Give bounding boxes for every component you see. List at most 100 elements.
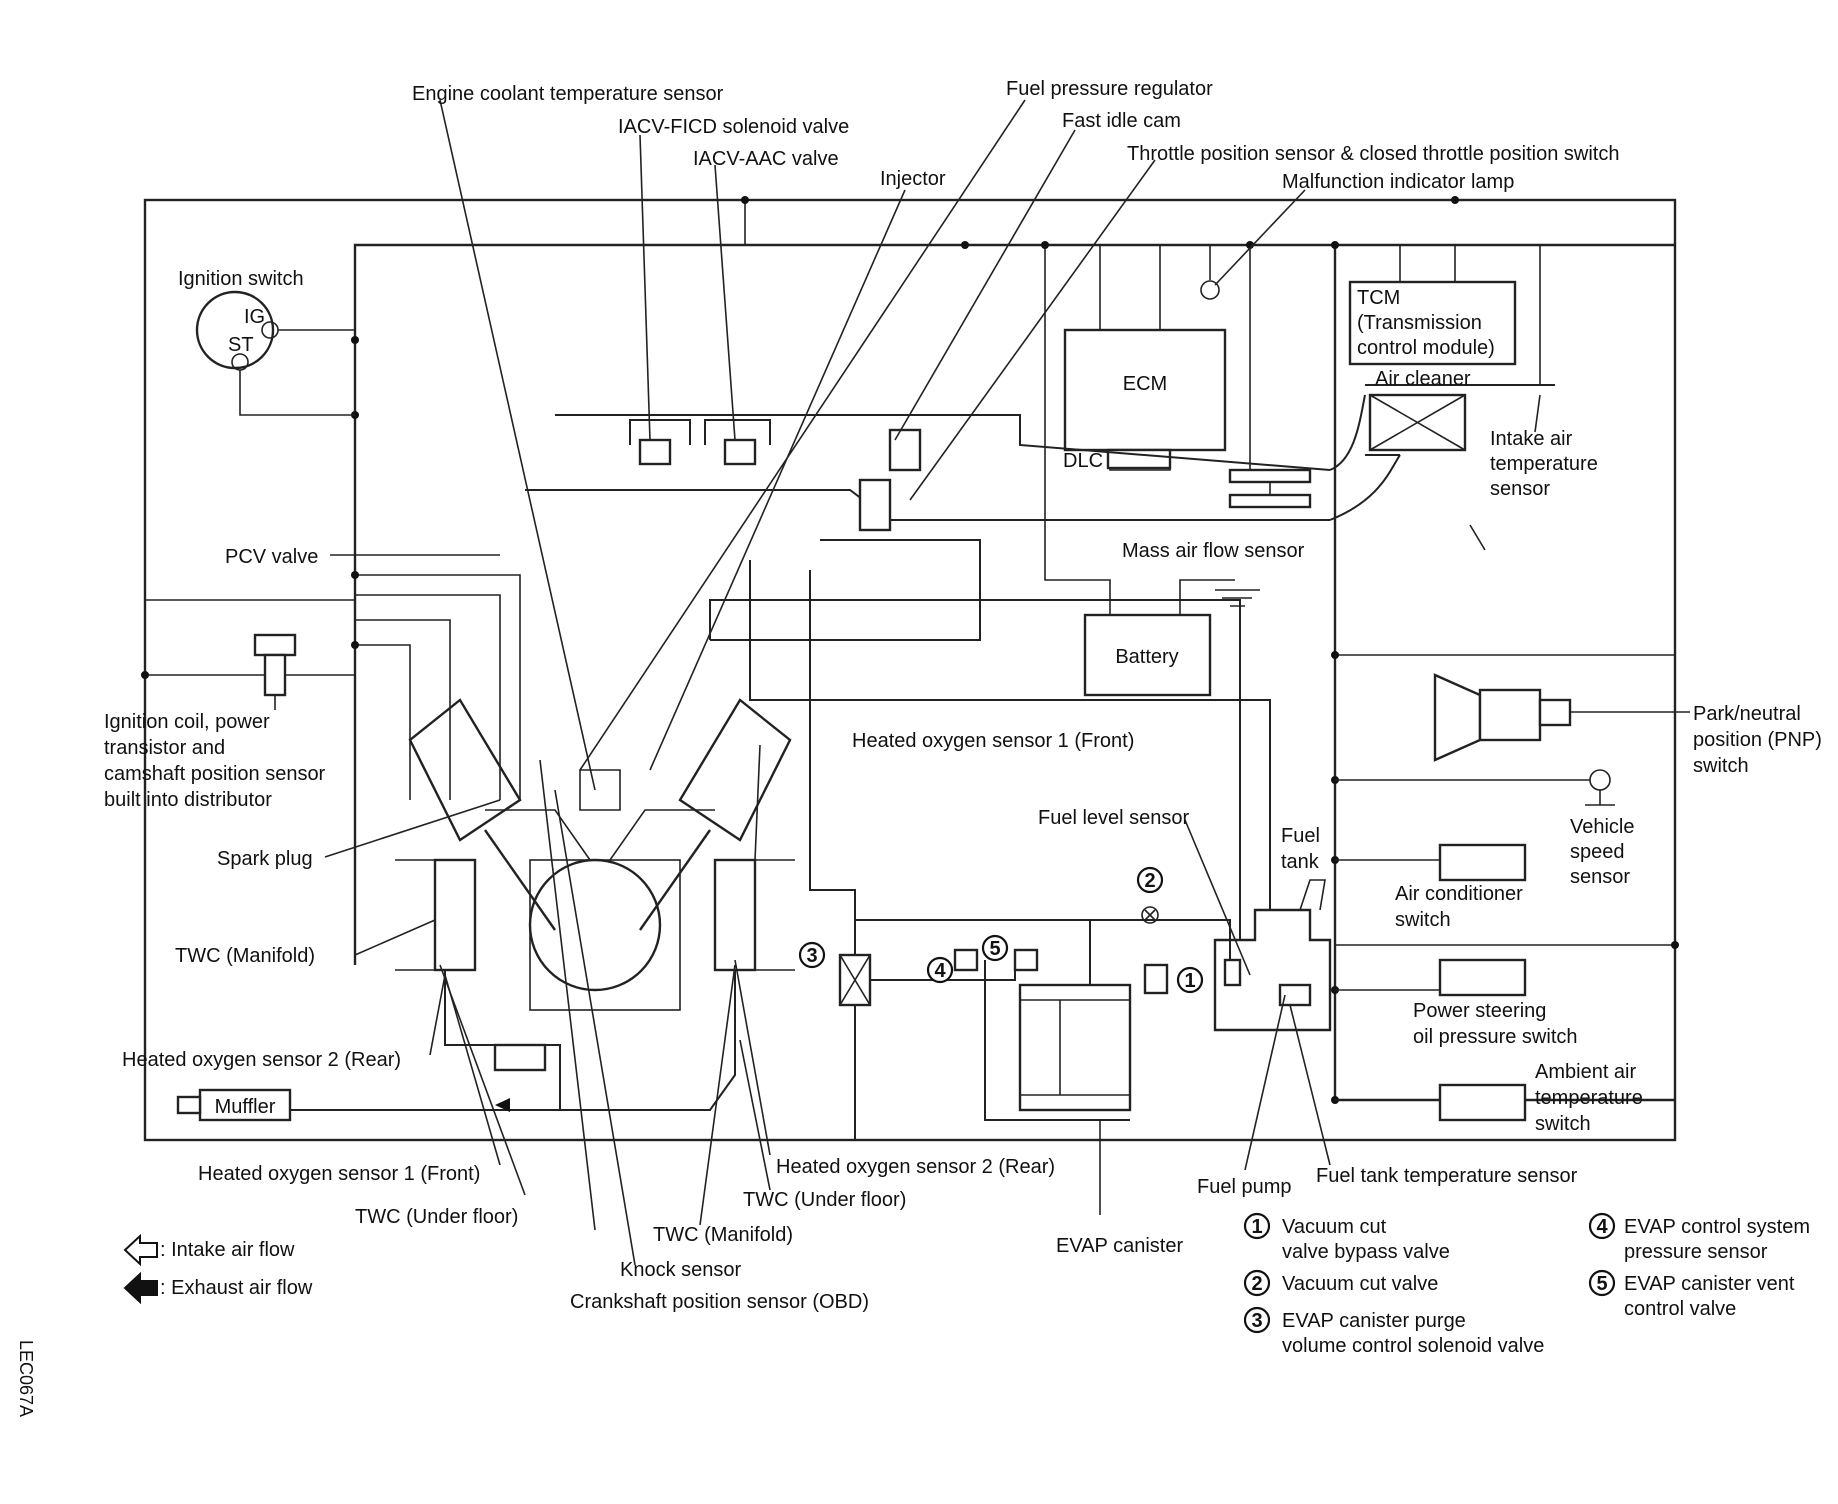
label-st: ST [228,334,254,356]
label-crankshaft-position-sensor: Crankshaft position sensor (OBD) [570,1291,869,1313]
labels: Engine coolant temperature sensor IACV-F… [104,78,1822,1313]
numbered-item-5: 5 EVAP canister vent control valve [1588,1269,1795,1320]
label-pcv-valve: PCV valve [225,546,318,568]
numbered-legend: 1 Vacuum cut valve bypass valve 2 Vacuum… [1243,1212,1810,1357]
exhaust-air-flow-icon [123,1271,158,1305]
label-vehicle-speed-3: sensor [1570,866,1630,888]
svg-text:3: 3 [1251,1310,1262,1332]
svg-text:1: 1 [1251,1216,1262,1238]
label-park-neutral-1: Park/neutral [1693,703,1801,725]
label-ignition-coil-3: camshaft position sensor [104,763,326,785]
label-dlc: DLC [1063,450,1103,472]
label-park-neutral-2: position (PNP) [1693,729,1822,751]
label-ambient-2: temperature [1535,1087,1643,1109]
numbered-item-2: 2 Vacuum cut valve [1243,1269,1438,1297]
svg-text:Vacuum cut: Vacuum cut [1282,1216,1387,1238]
label-evap-canister: EVAP canister [1056,1235,1183,1257]
label-ecm: ECM [1123,373,1167,395]
svg-text:EVAP control system: EVAP control system [1624,1216,1810,1238]
label-spark-plug: Spark plug [217,848,313,870]
svg-text:Vacuum cut valve: Vacuum cut valve [1282,1273,1438,1295]
label-air-conditioner-2: switch [1395,909,1451,931]
label-heated-o2-sensor-2-rear-right: Heated oxygen sensor 2 (Rear) [776,1156,1055,1178]
legend-intake-air-flow: : Intake air flow [160,1239,295,1261]
label-ignition-switch: Ignition switch [178,268,304,290]
label-fuel-tank-2: tank [1281,851,1320,873]
air-intake-duct [1228,384,1555,521]
label-fuel-level-sensor: Fuel level sensor [1038,807,1190,829]
fuel-tank [1213,879,1332,1032]
label-throttle-position-sensor: Throttle position sensor & closed thrott… [1127,143,1619,165]
label-twc-manifold-bottom: TWC (Manifold) [653,1224,793,1246]
transmission [1433,673,1690,762]
mil-lamp [1200,280,1220,300]
numbered-item-3: 3 EVAP canister purge volume control sol… [1243,1306,1544,1357]
tcm-box [1348,280,1517,366]
svg-text:EVAP canister purge: EVAP canister purge [1282,1310,1466,1332]
engine-block [395,698,795,1011]
label-engine-coolant-temperature-sensor: Engine coolant temperature sensor [412,83,724,105]
svg-text:volume control solenoid valve: volume control solenoid valve [1282,1335,1544,1357]
label-power-steering-1: Power steering [1413,1000,1546,1022]
svg-text:5: 5 [1596,1273,1607,1295]
label-knock-sensor: Knock sensor [620,1259,742,1281]
switch-boxes [1335,843,1527,1122]
leader-lines [324,99,1541,1266]
svg-text:5: 5 [989,938,1000,960]
diagram-code: LEC067A [16,1340,36,1417]
label-fuel-tank-temperature-sensor: Fuel tank temperature sensor [1316,1165,1578,1187]
label-ignition-coil-2: transistor and [104,737,225,759]
label-ambient-1: Ambient air [1535,1061,1636,1083]
label-tcm-2: (Transmission [1357,312,1482,334]
numbered-item-4: 4 EVAP control system pressure sensor [1588,1212,1810,1263]
distributor [253,633,297,710]
svg-text:pressure sensor: pressure sensor [1624,1241,1768,1263]
label-malfunction-indicator-lamp: Malfunction indicator lamp [1282,171,1514,193]
ecm-box [1063,328,1227,471]
label-vehicle-speed-2: speed [1570,841,1625,863]
vehicle-speed-sensor-symbol [1335,769,1615,806]
label-intake-air-temp-2: temperature [1490,453,1598,475]
label-heated-o2-sensor-1-front-bottom: Heated oxygen sensor 1 (Front) [198,1163,480,1185]
battery-box [1083,613,1212,697]
label-twc-under-floor-left: TWC (Under floor) [355,1206,518,1228]
label-iacv-aac-valve: IACV-AAC valve [693,148,839,170]
label-air-conditioner-1: Air conditioner [1395,883,1523,905]
iacv-valves [629,419,771,466]
label-ignition-coil-4: built into distributor [104,789,272,811]
label-fuel-tank-1: Fuel [1281,825,1320,847]
label-iacv-ficd-solenoid-valve: IACV-FICD solenoid valve [618,116,849,138]
label-heated-o2-sensor-1-front-top: Heated oxygen sensor 1 (Front) [852,730,1134,752]
svg-text:control valve: control valve [1624,1298,1736,1320]
label-tcm-1: TCM [1357,287,1400,309]
svg-text:4: 4 [1596,1216,1608,1238]
label-ig: IG [244,306,265,328]
svg-text:1: 1 [1184,970,1195,992]
label-fast-idle-cam: Fast idle cam [1062,110,1181,132]
legend-exhaust-air-flow: : Exhaust air flow [160,1277,313,1299]
diagram-markers: 2 1 3 4 5 [798,866,1204,994]
label-air-cleaner: Air cleaner [1375,368,1471,390]
svg-text:3: 3 [806,945,817,967]
label-mass-air-flow-sensor: Mass air flow sensor [1122,540,1305,562]
svg-text:2: 2 [1251,1273,1262,1295]
label-intake-air-temp-3: sensor [1490,478,1550,500]
label-park-neutral-3: switch [1693,755,1749,777]
label-muffler: Muffler [215,1096,276,1118]
label-ignition-coil-1: Ignition coil, power [104,711,270,733]
label-intake-air-temp-1: Intake air [1490,428,1573,450]
intake-manifold [525,414,1331,641]
label-twc-manifold-left: TWC (Manifold) [175,945,315,967]
numbered-item-1: 1 Vacuum cut valve bypass valve [1243,1212,1450,1263]
label-twc-under-floor-right: TWC (Under floor) [743,1189,906,1211]
label-ambient-3: switch [1535,1113,1591,1135]
svg-text:4: 4 [934,960,946,982]
label-battery: Battery [1115,646,1178,668]
label-fuel-pressure-regulator: Fuel pressure regulator [1006,78,1213,100]
label-heated-o2-sensor-2-rear-left: Heated oxygen sensor 2 (Rear) [122,1049,401,1071]
label-fuel-pump: Fuel pump [1197,1176,1292,1198]
exhaust-system [176,970,736,1122]
svg-text:valve bypass valve: valve bypass valve [1282,1241,1450,1263]
svg-text:EVAP canister vent: EVAP canister vent [1624,1273,1795,1295]
